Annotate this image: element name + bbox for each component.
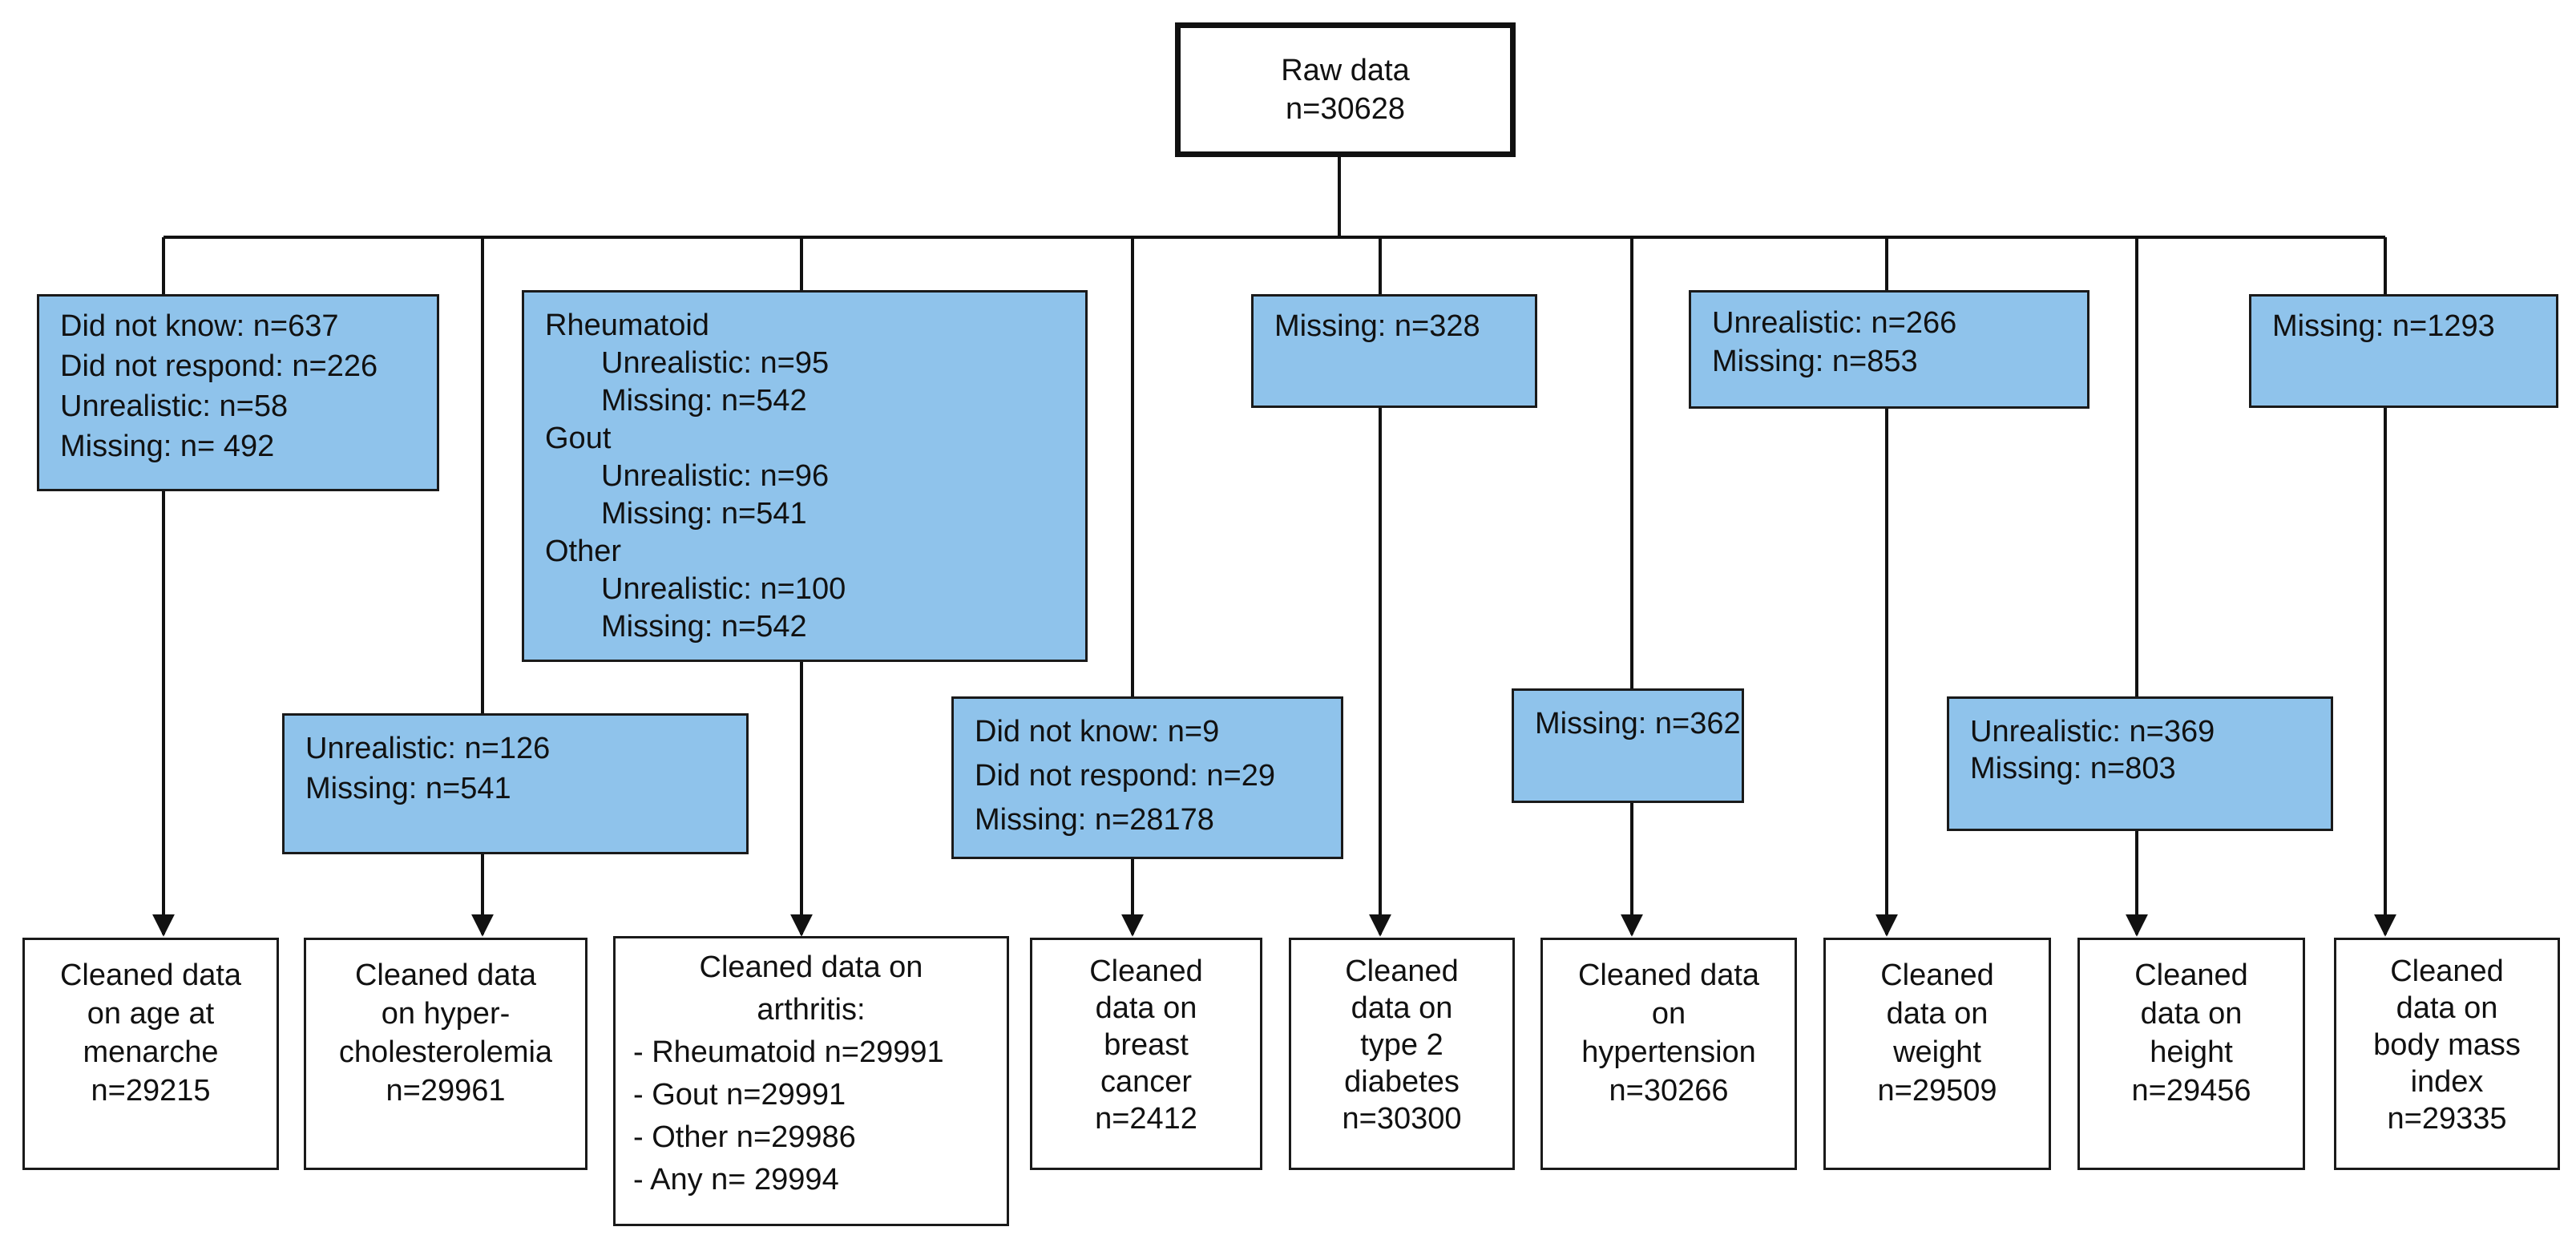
exclusion-box-arthritis: Rheumatoid Unrealistic: n=95 Missing: n=… [522, 290, 1088, 662]
cleaned-line: data on [1351, 991, 1453, 1025]
cleaned-box-weight: Cleaned data on weight n=29509 [1823, 938, 2051, 1170]
exclusion-line: Unrealistic: n=58 [60, 389, 289, 423]
cleaned-line: hypertension [1581, 1035, 1756, 1069]
exclusion-box-height: Unrealistic: n=369 Missing: n=803 [1947, 696, 2333, 831]
cleaned-line: on age at [87, 997, 215, 1031]
cleaned-box-bmi: Cleaned data on body mass index n=29335 [2334, 938, 2560, 1170]
arthritis-group-title: Rheumatoid [545, 309, 709, 342]
cleaned-line: data on [1095, 991, 1197, 1025]
cleaned-line: data on [2396, 991, 2498, 1025]
cleaned-line: menarche [83, 1035, 219, 1069]
cleaned-box-hypercholesterolemia: Cleaned data on hyper- cholesterolemia n… [304, 938, 587, 1170]
cleaned-line: n=30266 [1609, 1074, 1729, 1108]
cleaned-line: arthritis: [757, 993, 866, 1027]
exclusion-line: Missing: n=542 [601, 384, 807, 418]
cleaned-line: on [1651, 997, 1686, 1031]
exclusion-line: Missing: n=542 [601, 610, 807, 644]
cleaned-line: on hyper- [381, 997, 511, 1031]
cleaned-line: weight [1893, 1035, 1981, 1069]
cleaned-line: index [2410, 1065, 2484, 1099]
exclusion-line: Missing: n=853 [1712, 345, 1918, 378]
cleaned-line: type 2 [1360, 1028, 1443, 1062]
exclusion-line: Missing: n=362 [1535, 707, 1741, 741]
exclusion-box-hypertension: Missing: n=362 [1512, 688, 1744, 803]
exclusion-box-breast-cancer: Did not know: n=9 Did not respond: n=29 … [951, 696, 1343, 859]
cleaned-box-menarche: Cleaned data on age at menarche n=29215 [22, 938, 279, 1170]
cleaned-line: cancer [1100, 1065, 1193, 1099]
exclusion-line: Missing: n=541 [305, 772, 511, 805]
exclusion-line: Did not know: n=9 [975, 715, 1220, 749]
exclusion-box-weight: Unrealistic: n=266 Missing: n=853 [1689, 290, 2089, 409]
cleaned-line: Cleaned [1089, 954, 1203, 988]
cleaned-line: Cleaned [2134, 958, 2248, 992]
raw-data-count: n=30628 [1286, 92, 1405, 126]
cleaned-box-height: Cleaned data on height n=29456 [2077, 938, 2305, 1170]
cleaned-line: n=2412 [1095, 1102, 1197, 1136]
exclusion-line: Missing: n=1293 [2272, 309, 2495, 343]
exclusion-line: Did not respond: n=29 [975, 759, 1275, 793]
exclusion-line: Unrealistic: n=96 [601, 459, 830, 493]
cleaned-line: cholesterolemia [338, 1035, 553, 1069]
cleaned-line: Cleaned [1345, 954, 1459, 988]
exclusion-line: Missing: n= 492 [60, 430, 275, 463]
exclusion-line: Missing: n=28178 [975, 803, 1214, 837]
exclusion-line: Missing: n=328 [1274, 309, 1480, 343]
exclusion-line: Unrealistic: n=369 [1970, 715, 2215, 749]
cleaned-line: diabetes [1344, 1065, 1460, 1099]
exclusion-box-hypercholesterolemia: Unrealistic: n=126 Missing: n=541 [282, 713, 749, 854]
raw-data-box: Raw data n=30628 [1175, 22, 1516, 157]
cleaned-line: body mass [2373, 1028, 2521, 1062]
arthritis-group-title: Gout [545, 422, 612, 455]
arthritis-list-item: - Other n=29986 [633, 1120, 856, 1154]
cleaned-line: n=29509 [1877, 1074, 1997, 1108]
cleaned-line: n=29335 [2387, 1102, 2507, 1136]
cleaned-line: Cleaned [1880, 958, 1994, 992]
raw-data-label: Raw data [1281, 54, 1410, 87]
exclusion-line: Unrealistic: n=100 [601, 572, 846, 606]
cleaned-line: n=30300 [1342, 1102, 1462, 1136]
cleaned-line: height [2150, 1035, 2233, 1069]
cleaned-line: Cleaned data [1577, 958, 1760, 992]
arthritis-group-title: Other [545, 535, 622, 568]
exclusion-line: Unrealistic: n=95 [601, 346, 830, 380]
cleaned-box-arthritis: Cleaned data on arthritis: - Rheumatoid … [613, 936, 1009, 1226]
arthritis-list-item: - Rheumatoid n=29991 [633, 1035, 944, 1069]
cleaned-box-hypertension: Cleaned data on hypertension n=30266 [1540, 938, 1797, 1170]
cleaned-line: data on [1886, 997, 1989, 1031]
cleaned-line: Cleaned data on [699, 950, 923, 984]
exclusion-box-bmi: Missing: n=1293 [2249, 294, 2558, 408]
cleaned-line: Cleaned data [354, 958, 537, 992]
exclusion-line: Unrealistic: n=126 [305, 732, 551, 765]
exclusion-line: Missing: n=803 [1970, 752, 2176, 785]
cleaned-box-breast-cancer: Cleaned data on breast cancer n=2412 [1030, 938, 1262, 1170]
exclusion-line: Unrealistic: n=266 [1712, 306, 1957, 340]
cleaned-line: n=29215 [91, 1074, 211, 1108]
cleaned-line: Cleaned data [59, 958, 242, 992]
exclusion-box-menarche: Did not know: n=637 Did not respond: n=2… [37, 294, 439, 491]
exclusion-line: Did not know: n=637 [60, 309, 339, 343]
cleaned-line: data on [2140, 997, 2243, 1031]
exclusion-box-type2-diabetes: Missing: n=328 [1251, 294, 1537, 408]
cleaned-box-type2-diabetes: Cleaned data on type 2 diabetes n=30300 [1289, 938, 1515, 1170]
cleaned-line: n=29961 [386, 1074, 506, 1108]
cleaned-line: Cleaned [2390, 954, 2504, 988]
exclusion-line: Did not respond: n=226 [60, 349, 378, 383]
exclusion-line: Missing: n=541 [601, 497, 807, 531]
arthritis-list-item: - Gout n=29991 [633, 1078, 846, 1112]
cleaned-line: n=29456 [2131, 1074, 2251, 1108]
cleaned-line: breast [1104, 1028, 1189, 1062]
arthritis-list-item: - Any n= 29994 [633, 1163, 839, 1197]
